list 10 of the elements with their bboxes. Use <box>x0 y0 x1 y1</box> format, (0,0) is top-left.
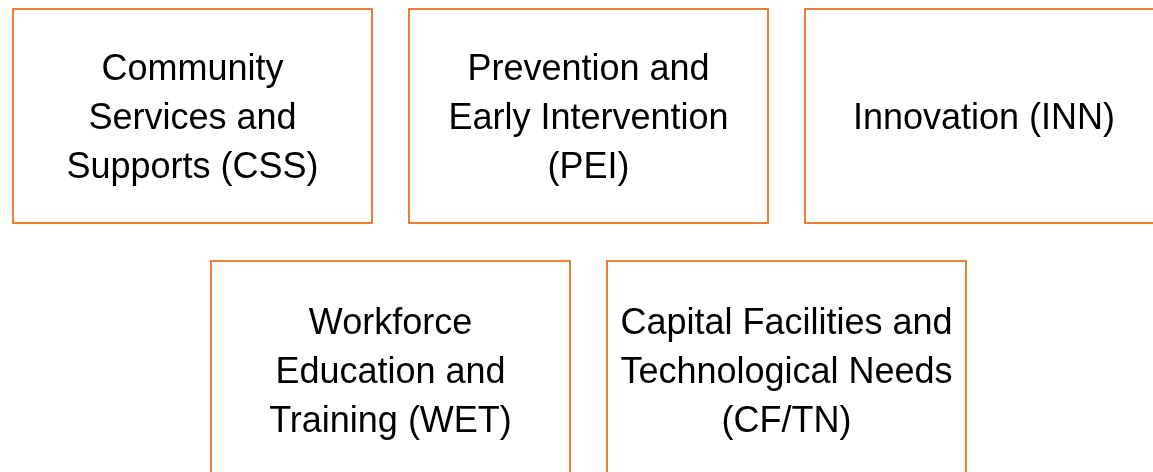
box-label: Community Services and Supports (CSS) <box>65 45 320 188</box>
box-label: Innovation (INN) <box>852 94 1116 139</box>
process-box <box>210 260 571 472</box>
process-box <box>12 8 373 224</box>
process-box <box>606 260 967 472</box>
box-label: Capital Facilities and Technological Needs (CF/TN) <box>619 299 954 442</box>
box-label: Prevention and Early Intervention (PEI) <box>447 45 730 188</box>
process-box <box>408 8 769 224</box>
box-label: Workforce Education and Training (WET) <box>268 299 513 442</box>
process-box <box>804 8 1153 224</box>
